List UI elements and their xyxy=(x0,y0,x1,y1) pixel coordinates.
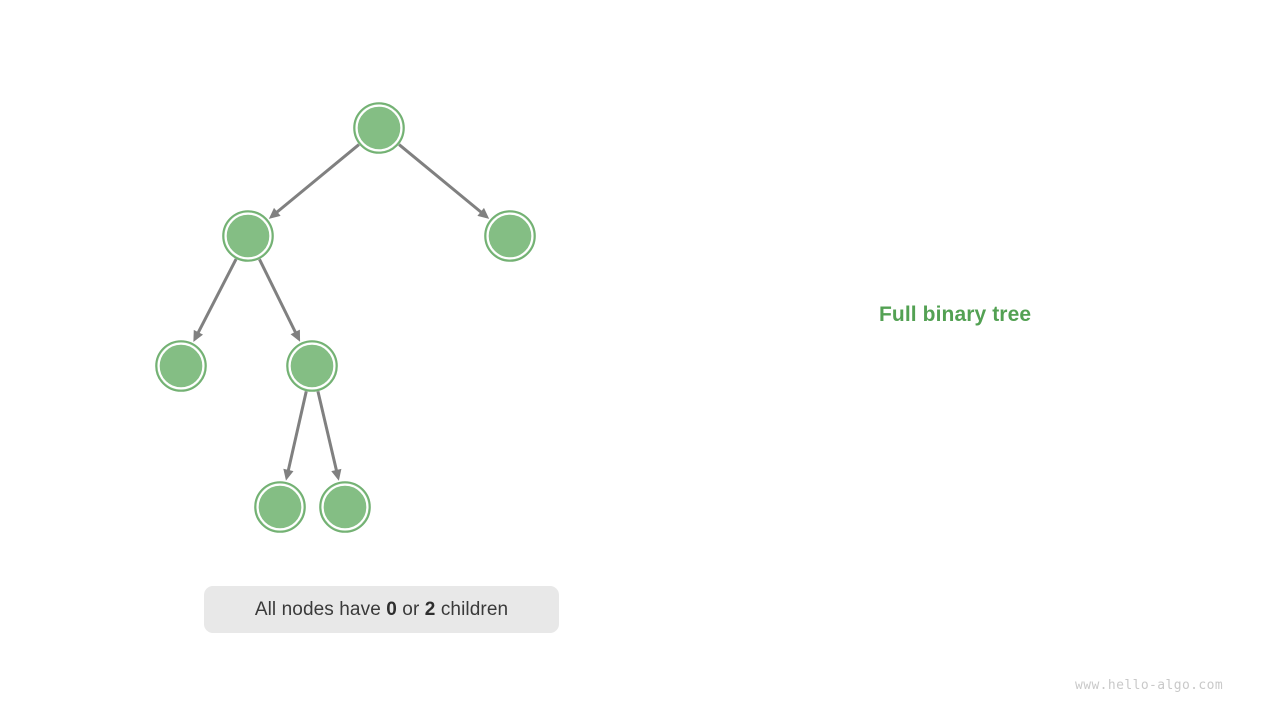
edge-arrowhead-icon xyxy=(477,207,490,219)
watermark: www.hello-algo.com xyxy=(1075,678,1224,693)
tree-edge xyxy=(275,143,360,215)
caption-text: All nodes have 0 or 2 children xyxy=(255,599,508,621)
tree-node xyxy=(484,210,536,262)
edge-arrowhead-icon xyxy=(331,468,342,481)
edge-arrowhead-icon xyxy=(193,329,204,342)
tree-node-inner-ring xyxy=(224,212,272,260)
tree-edge xyxy=(196,258,238,335)
tree-node xyxy=(222,210,274,262)
tree-edge-layer xyxy=(193,143,490,481)
tree-node-circle xyxy=(222,210,274,262)
tree-edge xyxy=(316,390,339,472)
tree-node-inner-ring xyxy=(256,483,304,531)
caption-fragment: children xyxy=(435,598,509,620)
edge-arrowhead-icon xyxy=(290,329,301,342)
tree-edge xyxy=(286,391,308,472)
tree-node-circle xyxy=(155,340,207,392)
tree-edge xyxy=(258,258,298,335)
tree-node xyxy=(353,102,405,154)
tree-node-circle xyxy=(319,481,371,533)
tree-node xyxy=(319,481,371,533)
tree-node xyxy=(286,340,338,392)
tree-node xyxy=(155,340,207,392)
tree-node-circle xyxy=(484,210,536,262)
tree-node-circle xyxy=(254,481,306,533)
tree-node-inner-ring xyxy=(288,342,336,390)
tree-node-inner-ring xyxy=(355,104,403,152)
tree-edge xyxy=(398,143,483,215)
page-title: Full binary tree xyxy=(879,303,1032,326)
edge-arrowhead-icon xyxy=(268,207,281,219)
tree-node-layer xyxy=(155,102,536,533)
caption-fragment: or xyxy=(396,598,425,620)
tree-node-inner-ring xyxy=(157,342,205,390)
tree-node-circle xyxy=(353,102,405,154)
tree-node xyxy=(254,481,306,533)
caption-emphasis: 2 xyxy=(424,598,436,620)
tree-node-circle xyxy=(286,340,338,392)
caption-emphasis: 0 xyxy=(386,598,397,620)
tree-node-inner-ring xyxy=(486,212,534,260)
edge-arrowhead-icon xyxy=(283,468,294,481)
tree-node-inner-ring xyxy=(321,483,369,531)
caption-fragment: All nodes have xyxy=(254,598,387,620)
caption-box: All nodes have 0 or 2 children xyxy=(204,586,559,633)
